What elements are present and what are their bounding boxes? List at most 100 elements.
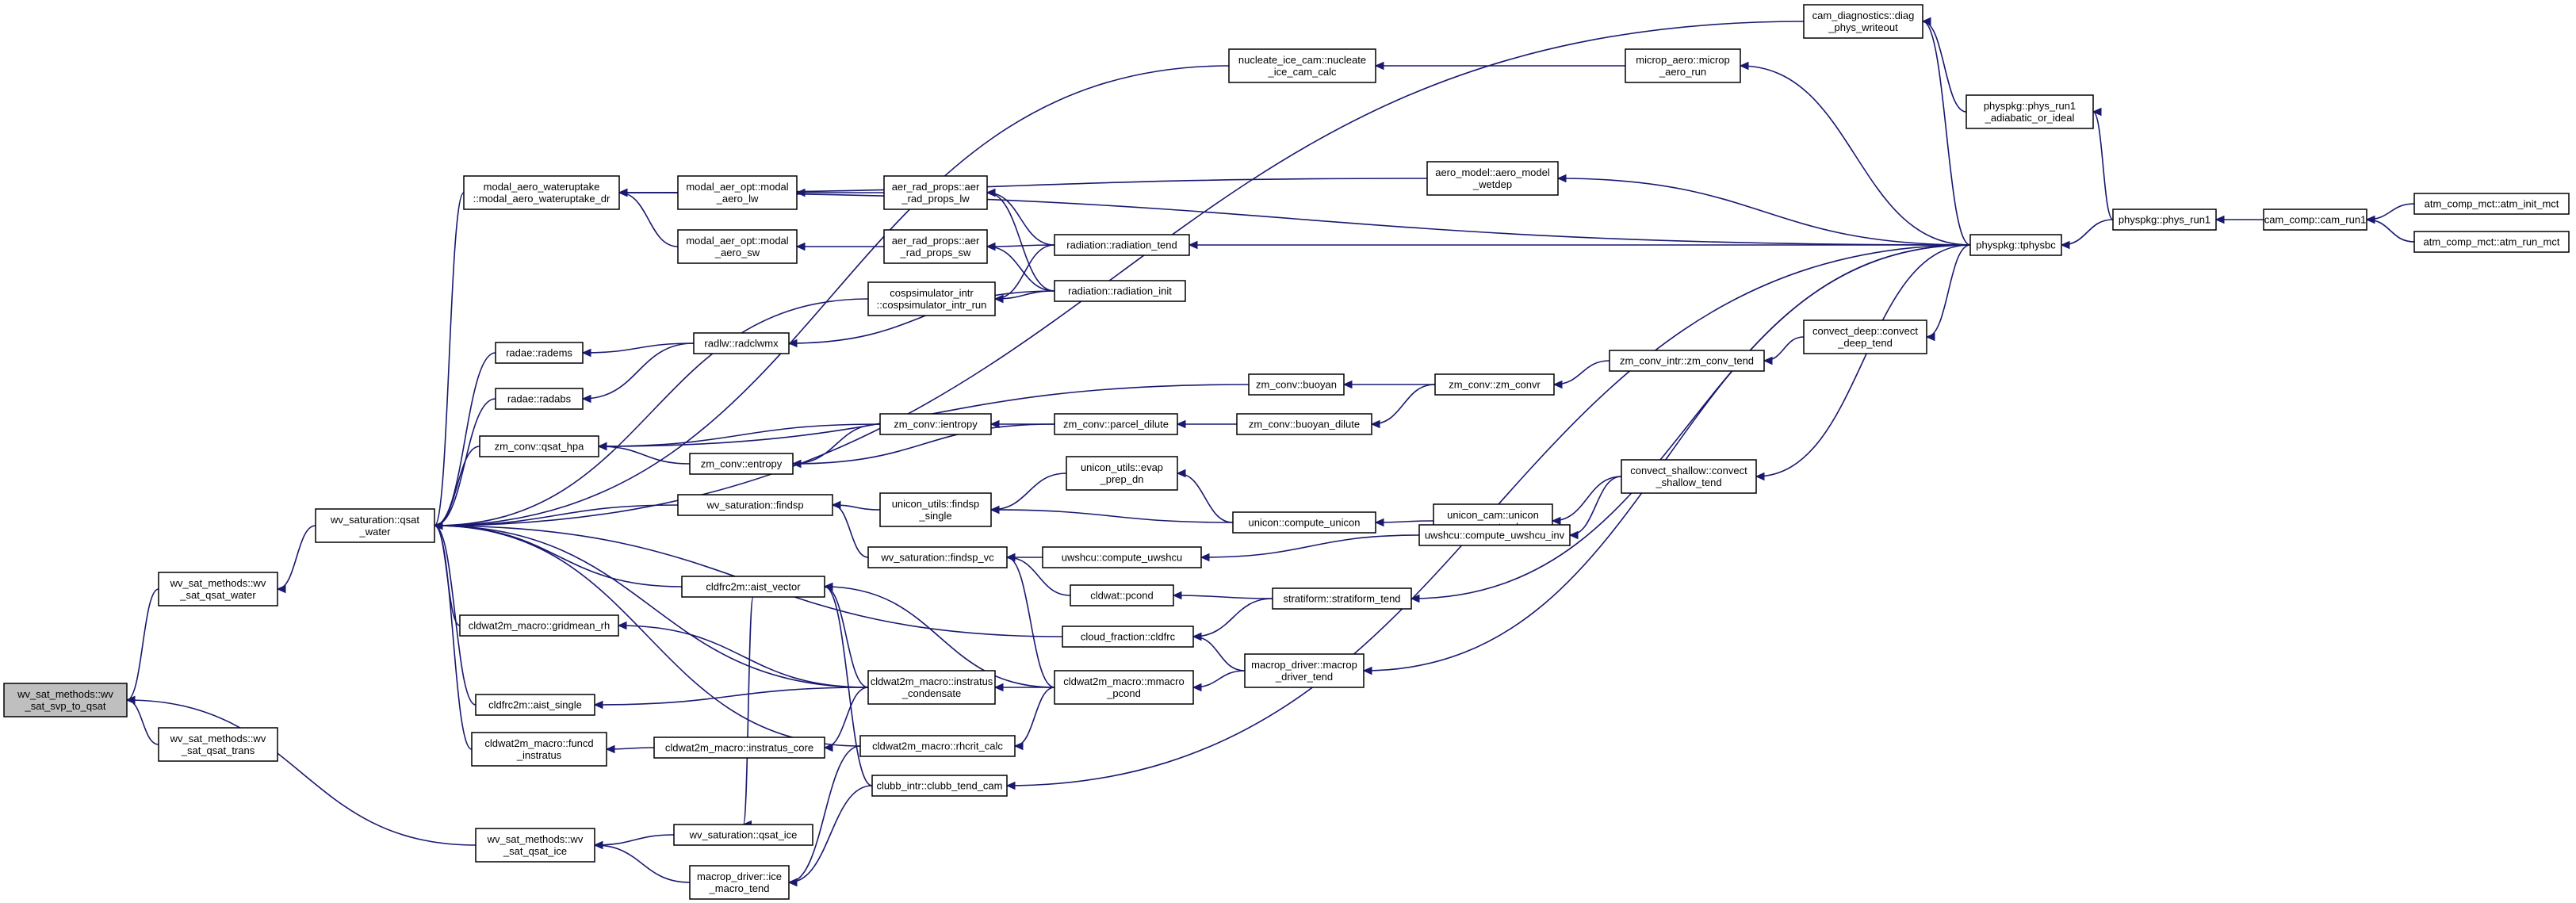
graph-node-aer-rad-sw[interactable]: aer_rad_props::aer_rad_props_sw	[883, 229, 988, 264]
graph-node-cldfrc[interactable]: cloud_fraction::cldfrc	[1062, 626, 1194, 648]
node-box	[1054, 413, 1178, 435]
arrowhead-icon	[1342, 380, 1353, 389]
graph-node-zm-convr[interactable]: zm_conv::zm_convr	[1434, 373, 1555, 396]
graph-node-clubb[interactable]: clubb_intr::clubb_tend_cam	[871, 775, 1008, 797]
graph-node-wvs-qsat-ice[interactable]: wv_saturation::qsat_ice	[673, 824, 813, 846]
graph-node-buoyan-dilute[interactable]: zm_conv::buoyan_dilute	[1236, 413, 1372, 435]
node-box	[1434, 373, 1555, 396]
graph-node-uwshcu-cu[interactable]: uwshcu::compute_uwshcu	[1042, 546, 1202, 568]
graph-node-instratus-core[interactable]: cldwat2m_macro::instratus_core	[653, 737, 825, 759]
graph-node-evap[interactable]: unicon_utils::evap_prep_dn	[1066, 456, 1178, 491]
graph-node-findsp-vc[interactable]: wv_saturation::findsp_vc	[867, 546, 1008, 568]
graph-node-zm-qsat-hpa[interactable]: zm_conv::qsat_hpa	[479, 435, 599, 457]
node-label: zm_conv_intr::zm_conv_tend	[1620, 355, 1754, 367]
call-edge-phys_run1-to-run1_adiab	[2092, 111, 2114, 220]
node-label: radae::radabs	[507, 393, 572, 405]
graph-node-rad-init[interactable]: radiation::radiation_init	[1054, 280, 1186, 302]
graph-node-mmacro[interactable]: cldwat2m_macro::mmacro_pcond	[1054, 670, 1194, 705]
call-edge-convect_deep-to-zm_conv_tend	[1763, 336, 1805, 362]
graph-node-gridmean-rh[interactable]: cldwat2m_macro::gridmean_rh	[459, 614, 619, 637]
graph-node-wetdep[interactable]: aero_model::aero_model_wetdep	[1426, 161, 1559, 196]
graph-node-entropy[interactable]: zm_conv::entropy	[689, 453, 794, 475]
call-edge-nucleate-to-wvs_qsat_water	[434, 65, 1230, 526]
node-label: cam_comp::cam_run1	[2264, 214, 2367, 226]
call-edge-cam_diag-to-wvs_qsat_water	[434, 21, 1805, 526]
arrowhead-icon	[1362, 666, 1372, 675]
node-box	[1066, 456, 1178, 491]
graph-node-macrop-tend[interactable]: macrop_driver::macrop_driver_tend	[1244, 653, 1365, 688]
graph-node-cam-diag[interactable]: cam_diagnostics::diag_phys_writeout	[1803, 4, 1923, 39]
graph-node-atm-init[interactable]: atm_comp_mct::atm_init_mct	[2413, 193, 2570, 215]
node-label: radae::radems	[506, 347, 572, 359]
call-edge-aist_single-to-wvs_qsat_water	[434, 525, 477, 706]
graph-node-zm-conv-tend[interactable]: zm_conv_intr::zm_conv_tend	[1609, 350, 1765, 372]
node-label: unicon::compute_unicon	[1249, 517, 1361, 529]
graph-node-cosp[interactable]: cospsimulator_intr::cospsimulator_intr_r…	[867, 281, 996, 316]
call-edge-uwshcu_inv-to-uwshcu_cu	[1200, 534, 1420, 558]
graph-node-radae-abs[interactable]: radae::radabs	[495, 388, 584, 410]
graph-node-aer-sw[interactable]: modal_aer_opt::modal_aero_sw	[677, 229, 798, 264]
node-label: physpkg::phys_run1	[2119, 214, 2210, 226]
graph-node-ientropy[interactable]: zm_conv::ientropy	[879, 413, 992, 435]
graph-node-rhcrit[interactable]: cldwat2m_macro::rhcrit_calc	[859, 735, 1016, 757]
node-box	[158, 727, 278, 762]
graph-node-qsat-ice-m[interactable]: wv_sat_methods::wv_sat_qsat_ice	[475, 828, 595, 863]
call-edge-clubb-to-ice_macro	[788, 785, 873, 883]
graph-node-modal-wu[interactable]: modal_aero_wateruptake::modal_aero_water…	[463, 175, 620, 210]
node-label: modal_aero_wateruptake	[484, 181, 600, 193]
graph-node-ice-macro[interactable]: macrop_driver::ice_macro_tend	[689, 865, 790, 900]
call-edge-instratus_cond-to-wvs_qsat_water	[434, 525, 869, 688]
node-label: _rad_props_sw	[900, 247, 971, 258]
graph-node-microp[interactable]: microp_aero::microp_aero_run	[1625, 48, 1741, 83]
graph-node-cldfrc2m-aist-vector[interactable]: cldfrc2m::aist_vector	[681, 576, 825, 598]
node-label: _pcond	[1106, 687, 1141, 699]
graph-node-pcond[interactable]: cldwat::pcond	[1070, 584, 1174, 606]
graph-node-phys-run1[interactable]: physpkg::phys_run1	[2112, 209, 2217, 231]
graph-node-unicon-findsp[interactable]: unicon_utils::findsp_single	[879, 492, 992, 527]
graph-node-tphysbc[interactable]: physpkg::tphysbc	[1969, 234, 2062, 256]
node-label: _prep_dn	[1100, 473, 1144, 485]
arrowhead-icon	[125, 695, 136, 705]
graph-node-atm-run[interactable]: atm_comp_mct::atm_run_mct	[2413, 231, 2570, 253]
graph-node-convect-shallow[interactable]: convect_shallow::convect_shallow_tend	[1621, 459, 1757, 494]
graph-node-qsat-trans[interactable]: wv_sat_methods::wv_sat_qsat_trans	[158, 727, 278, 762]
graph-node-zm-buoyan[interactable]: zm_conv::buoyan	[1248, 373, 1345, 396]
graph-node-compute-unicon[interactable]: unicon::compute_unicon	[1232, 511, 1376, 534]
node-box	[1042, 546, 1202, 568]
graph-node-strat-tend[interactable]: stratiform::stratiform_tend	[1272, 587, 1412, 610]
graph-node-root[interactable]: wv_sat_methods::wv_sat_svp_to_qsat	[3, 683, 128, 717]
graph-node-radclwmx[interactable]: radlw::radclwmx	[693, 332, 790, 354]
node-box	[1803, 4, 1923, 39]
node-label: modal_aer_opt::modal	[686, 235, 788, 247]
arrowhead-icon	[1921, 17, 1931, 26]
graph-node-aer-lw[interactable]: modal_aer_opt::modal_aero_lw	[677, 175, 798, 210]
graph-node-wvs-qsat-water[interactable]: wv_saturation::qsat_water	[315, 508, 435, 543]
arrowhead-icon	[1739, 61, 1749, 71]
graph-node-run1-adiab[interactable]: physpkg::phys_run1_adiabatic_or_ideal	[1965, 94, 2094, 129]
graph-node-convect-deep[interactable]: convect_deep::convect_deep_tend	[1803, 319, 1927, 354]
node-label: cldwat2m_macro::funcd	[484, 737, 593, 749]
arrowhead-icon	[1188, 240, 1198, 250]
graph-node-cam-run1[interactable]: cam_comp::cam_run1	[2263, 209, 2367, 231]
graph-node-nucleate[interactable]: nucleate_ice_cam::nucleate_ice_cam_calc	[1228, 48, 1376, 83]
graph-node-aist-single[interactable]: cldfrc2m::aist_single	[475, 694, 595, 716]
graph-node-radae-rad[interactable]: radae::radems	[495, 342, 584, 364]
node-label: aer_rad_props::aer	[892, 181, 980, 193]
arrowhead-icon	[1374, 61, 1384, 71]
graph-node-svp-water[interactable]: wv_sat_methods::wv_sat_qsat_water	[158, 572, 278, 606]
graph-node-funcd[interactable]: cldwat2m_macro::funcd_instratus	[471, 732, 607, 767]
graph-node-wvs-findsp[interactable]: wv_saturation::findsp	[677, 494, 833, 516]
graph-node-uwshcu-inv[interactable]: uwshcu::compute_uwshcu_inv	[1418, 524, 1571, 546]
arrowhead-icon	[791, 459, 802, 469]
call-edge-mmacro-to-cldfrc2m_aist_vector	[824, 586, 1055, 688]
arrowhead-icon	[989, 419, 1000, 429]
node-label: radiation::radiation_init	[1068, 285, 1172, 297]
graph-node-instratus-cond[interactable]: cldwat2m_macro::instratus_condensate	[867, 670, 996, 705]
graph-node-parcel[interactable]: zm_conv::parcel_dilute	[1054, 413, 1178, 435]
call-edge-instratus_cond-to-cldfrc2m_aist_vector	[824, 586, 869, 688]
graph-node-rad-tend[interactable]: radiation::radiation_tend	[1054, 234, 1190, 256]
call-edge-cldfrc2m_aist_vector-to-wvs_qsat_water	[434, 525, 683, 587]
call-edge-cldfrc2m_aist_vector-to-wvs_qsat_ice	[742, 596, 754, 825]
arrowhead-icon	[823, 743, 833, 752]
graph-node-aer-rad-lw[interactable]: aer_rad_props::aer_rad_props_lw	[883, 175, 988, 210]
